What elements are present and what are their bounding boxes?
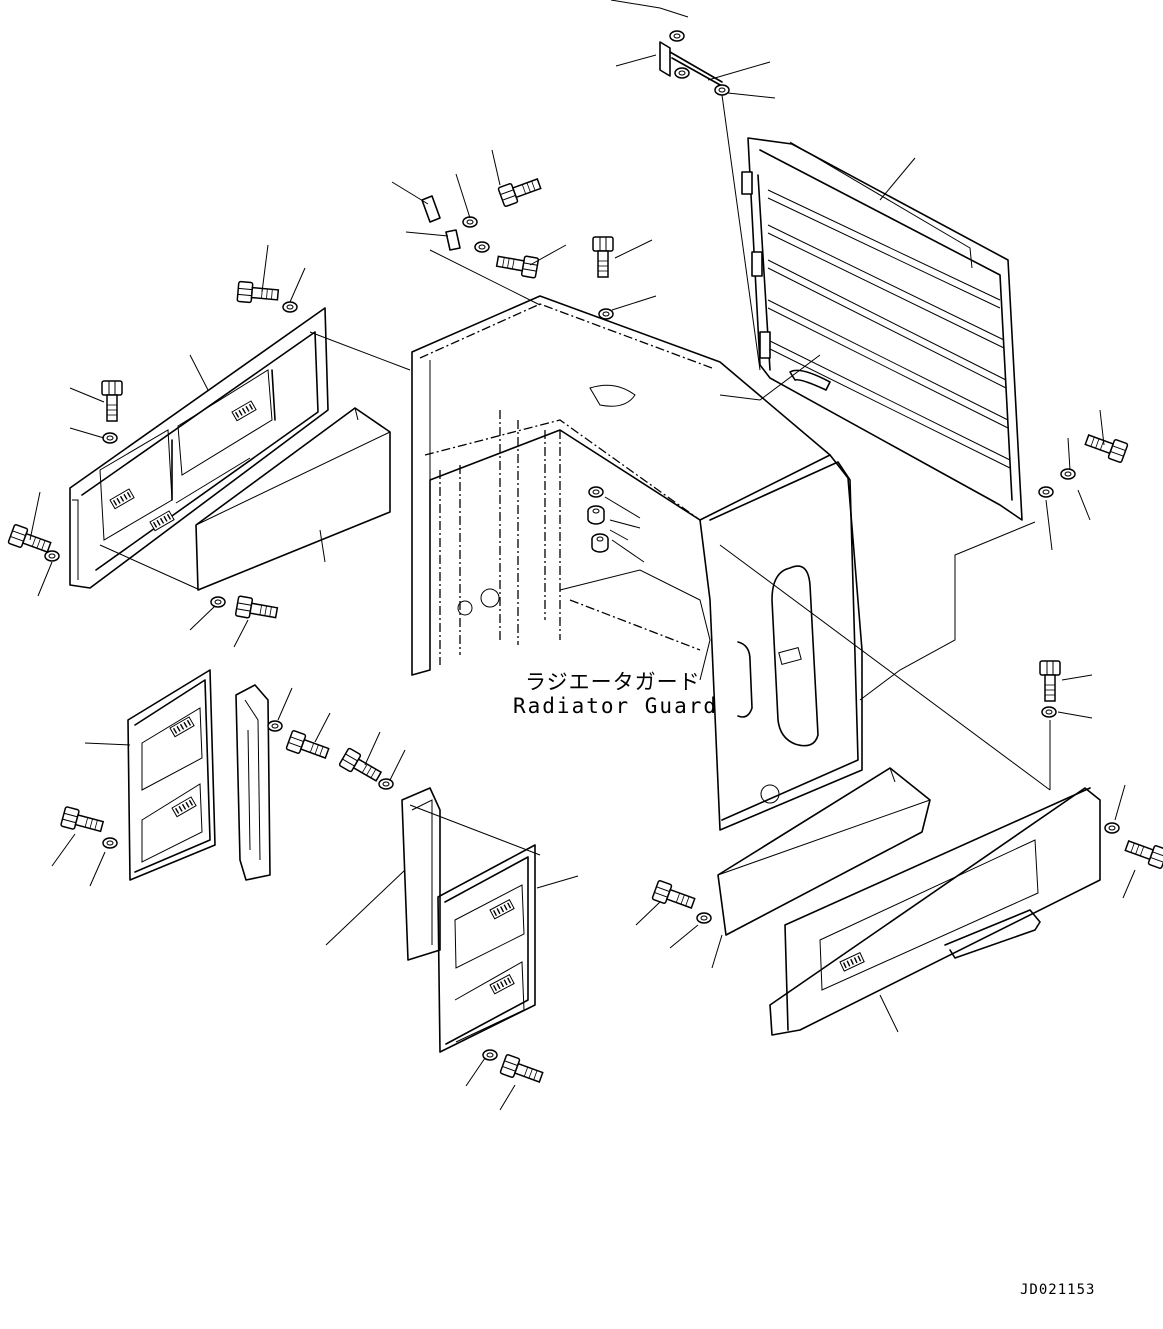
washer-icon [282,301,298,313]
hex-bolt-icon [592,236,614,278]
washer-icon [714,84,730,96]
washer-icon [102,837,118,849]
hex-bolt-icon [1122,835,1163,870]
left-hardware [7,245,305,647]
hex-bolt-icon [338,747,385,786]
washer-icon [1060,468,1076,480]
hex-bolt-icon [495,250,540,279]
hex-bolt-icon [285,729,332,764]
right-angled-cover [712,768,930,968]
latch-assembly [392,150,656,320]
nut-icon [587,505,605,525]
washer-icon [462,216,478,228]
washer-icon [1041,706,1057,718]
washer-icon [102,432,118,444]
caption-japanese: ラジエータガード [525,670,701,694]
washer-icon [598,308,614,320]
center-bracket [326,788,540,960]
washer-icon [674,67,690,79]
hex-bolt-icon [499,1053,546,1088]
caption-english: Radiator Guard [513,694,719,718]
washer-icon [1038,486,1054,498]
hex-bolt-icon [497,173,544,208]
radiator-guard-housing [412,296,862,830]
drawing-number: JD021153 [1020,1282,1096,1298]
hex-bolt-icon [236,280,280,306]
right-tray-panel [720,545,1100,1035]
housing-fasteners [587,486,644,562]
left-small-panel [52,670,215,886]
screen-grille-door [742,138,1022,520]
left-frame-panel [70,308,410,588]
hinge-rod-assembly [611,0,775,370]
leader-lines [720,158,1035,700]
hex-bolt-icon [59,805,106,837]
washer-icon [267,720,283,732]
nut-icon [591,533,609,553]
hex-bolt-icon [1039,660,1061,702]
washer-icon [210,596,226,608]
hex-bolt-icon [234,595,279,624]
left-vertical-bracket [236,685,405,880]
washer-icon [669,30,685,42]
left-angled-cover [100,408,390,590]
center-lower-panel [438,845,578,1110]
hex-bolt-icon [651,879,698,914]
washer-icon [44,550,60,562]
right-hardware [636,410,1163,948]
hex-bolt-icon [101,380,123,422]
hex-bolt-icon [7,523,54,558]
washer-icon [378,778,394,790]
washer-icon [474,241,490,253]
washer-icon [588,486,604,498]
washer-icon [696,912,712,924]
hex-bolt-icon [1082,429,1129,464]
washer-icon [1104,822,1120,834]
